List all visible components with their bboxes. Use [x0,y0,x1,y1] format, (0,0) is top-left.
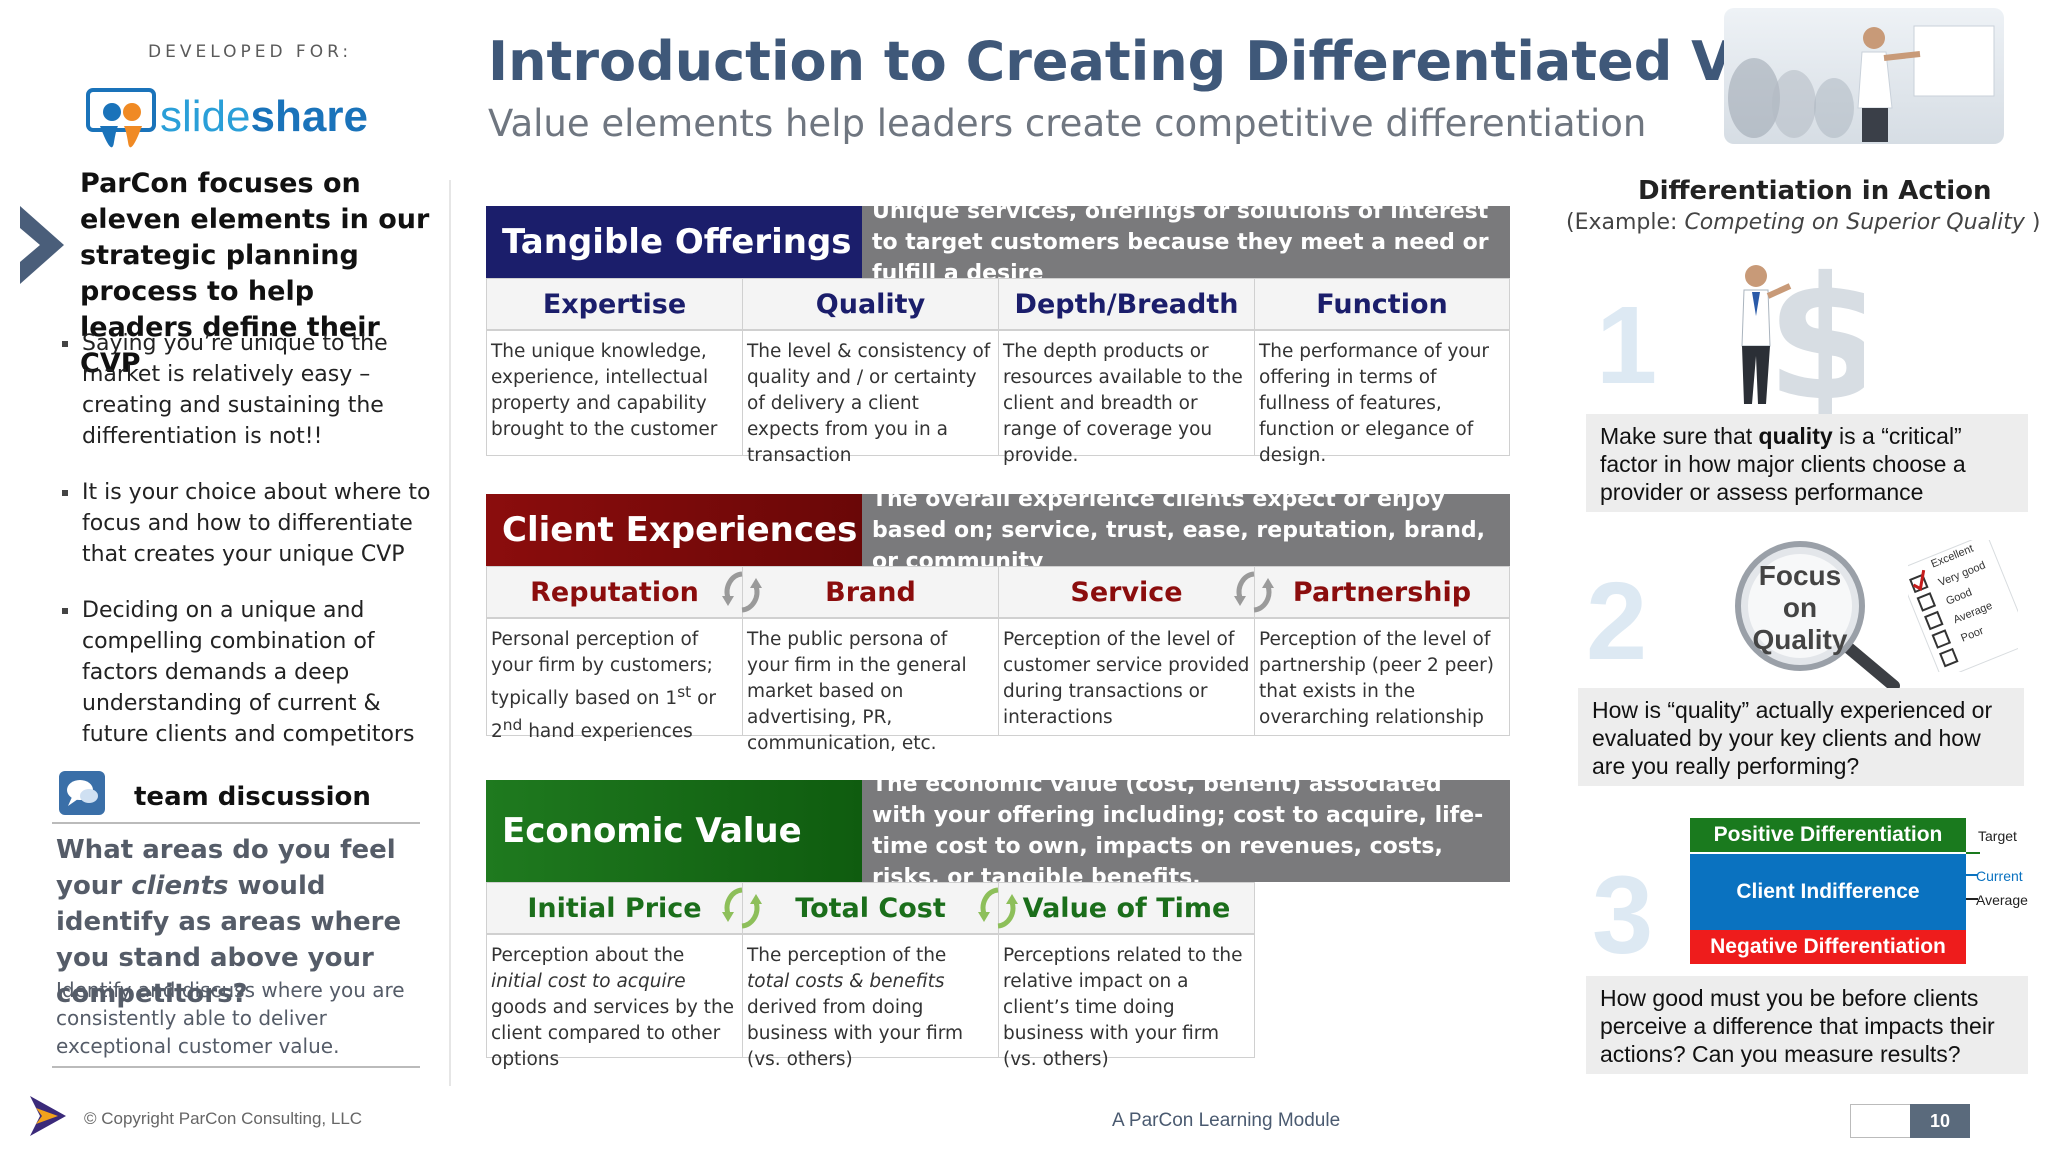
page-subtitle: Value elements help leaders create compe… [488,102,1647,145]
column-body: The public persona of your firm in the g… [742,618,999,754]
section-title: Client Experiences [486,494,862,566]
column-body: The level & consistency of quality and /… [742,330,999,466]
target-label: Target [1978,828,2017,844]
column-header-value-of-time: Value of Time [998,882,1255,934]
column-header-total-cost: Total Cost [742,882,999,934]
section-title: Tangible Offerings [486,206,862,278]
column-body: The depth products or resources availabl… [998,330,1255,466]
cycle-arrows-icon [722,571,762,613]
differentiation-example: (Example: Competing on Superior Quality … [1566,210,2041,235]
economic-value-section: Economic Value The economic value (cost,… [486,772,1510,1070]
svg-text:$: $ [1766,256,1864,414]
cycle-arrows-icon [722,887,762,929]
divider [52,822,420,824]
target-marker [1966,852,1980,854]
bullet-list: Saying you’re unique to the market is re… [62,328,432,775]
column-header-partnership: Partnership [1254,566,1510,618]
section-description: The economic value (cost, benefit) assoc… [862,772,1510,890]
divider [52,1066,420,1068]
column-body: Perception of the level of partnership (… [1254,618,1510,736]
slideshare-logo-text: slideshare [160,92,368,141]
module-label: A ParCon Learning Module [1112,1110,1341,1131]
average-label: Average [1976,892,2028,908]
dollar-sign-illustration: $ [1741,256,1864,414]
current-label: Current [1976,868,2023,884]
section-description: The overall experience clients expect or… [862,487,1510,574]
discussion-question: What areas do you feel your clients woul… [56,835,402,1009]
presenter-photo [1724,8,2004,144]
rating-checklist-icon [1908,540,2018,672]
page-number: 10 [1910,1104,1970,1138]
column-body: Perceptions related to the relative impa… [998,934,1255,1070]
column-header-quality: Quality [742,278,999,330]
column-header-depth-breadth: Depth/Breadth [998,278,1255,330]
step-3-text: How good must you be before clients perc… [1586,976,2028,1074]
slideshare-logo-icon [86,88,156,148]
bullet-item: Saying you’re unique to the market is re… [62,328,432,452]
intro-statement: ParCon focuses on eleven elements in our… [80,168,430,379]
magnifier-icon [1735,541,1900,690]
vertical-divider [449,180,451,1086]
average-marker [1966,898,1978,900]
chevron-right-icon [20,206,64,284]
step-number: 1 [1596,284,1658,407]
column-body: The unique knowledge, experience, intell… [486,330,743,456]
step-number: 2 [1586,560,1648,683]
column-header-function: Function [1254,278,1510,330]
parcon-logo-icon [30,1096,66,1136]
column-body: Perception about the initial cost to acq… [486,934,743,1070]
client-indifference-bar: Client Indifference [1690,854,1966,930]
current-marker [1966,874,1978,876]
page-title: Introduction to Creating Differentiated … [488,30,1861,93]
column-body: Personal perception of your firm by cust… [486,618,743,742]
team-discussion-label: team discussion [134,782,371,812]
column-body: The performance of your offering in term… [1254,330,1510,466]
column-header-initial-price: Initial Price [486,882,743,934]
bullet-item: Deciding on a unique and compelling comb… [62,595,432,750]
column-body: Perception of the level of customer serv… [998,618,1255,736]
client-experiences-section: Client Experiences The overall experienc… [486,487,1510,754]
developed-for-label: DEVELOPED FOR: [148,42,353,62]
cycle-arrows-icon [1234,571,1274,613]
chat-bubble-icon [59,771,105,815]
step-1-text: Make sure that quality is a “critical” f… [1586,414,2028,512]
positive-differentiation-bar: Positive Differentiation [1690,818,1966,852]
differentiation-title: Differentiation in Action [1638,176,1992,206]
discussion-instruction: Identify and discuss where you are consi… [56,978,405,1058]
column-header-service: Service [998,566,1255,618]
section-title: Economic Value [486,780,862,882]
step-number: 3 [1592,854,1654,977]
column-header-reputation: Reputation [486,566,743,618]
cycle-arrows-icon [978,887,1018,929]
section-description: Unique services, offerings or solutions … [862,199,1510,286]
copyright-text: © Copyright ParCon Consulting, LLC [84,1109,363,1128]
tangible-offerings-section: Tangible Offerings Unique services, offe… [486,199,1510,466]
column-header-expertise: Expertise [486,278,743,330]
bullet-item: It is your choice about where to focus a… [62,477,432,570]
negative-differentiation-bar: Negative Differentiation [1690,930,1966,964]
column-body: The perception of the total costs & bene… [742,934,999,1070]
step-2-text: How is “quality” actually experienced or… [1578,688,2024,786]
column-header-brand: Brand [742,566,999,618]
